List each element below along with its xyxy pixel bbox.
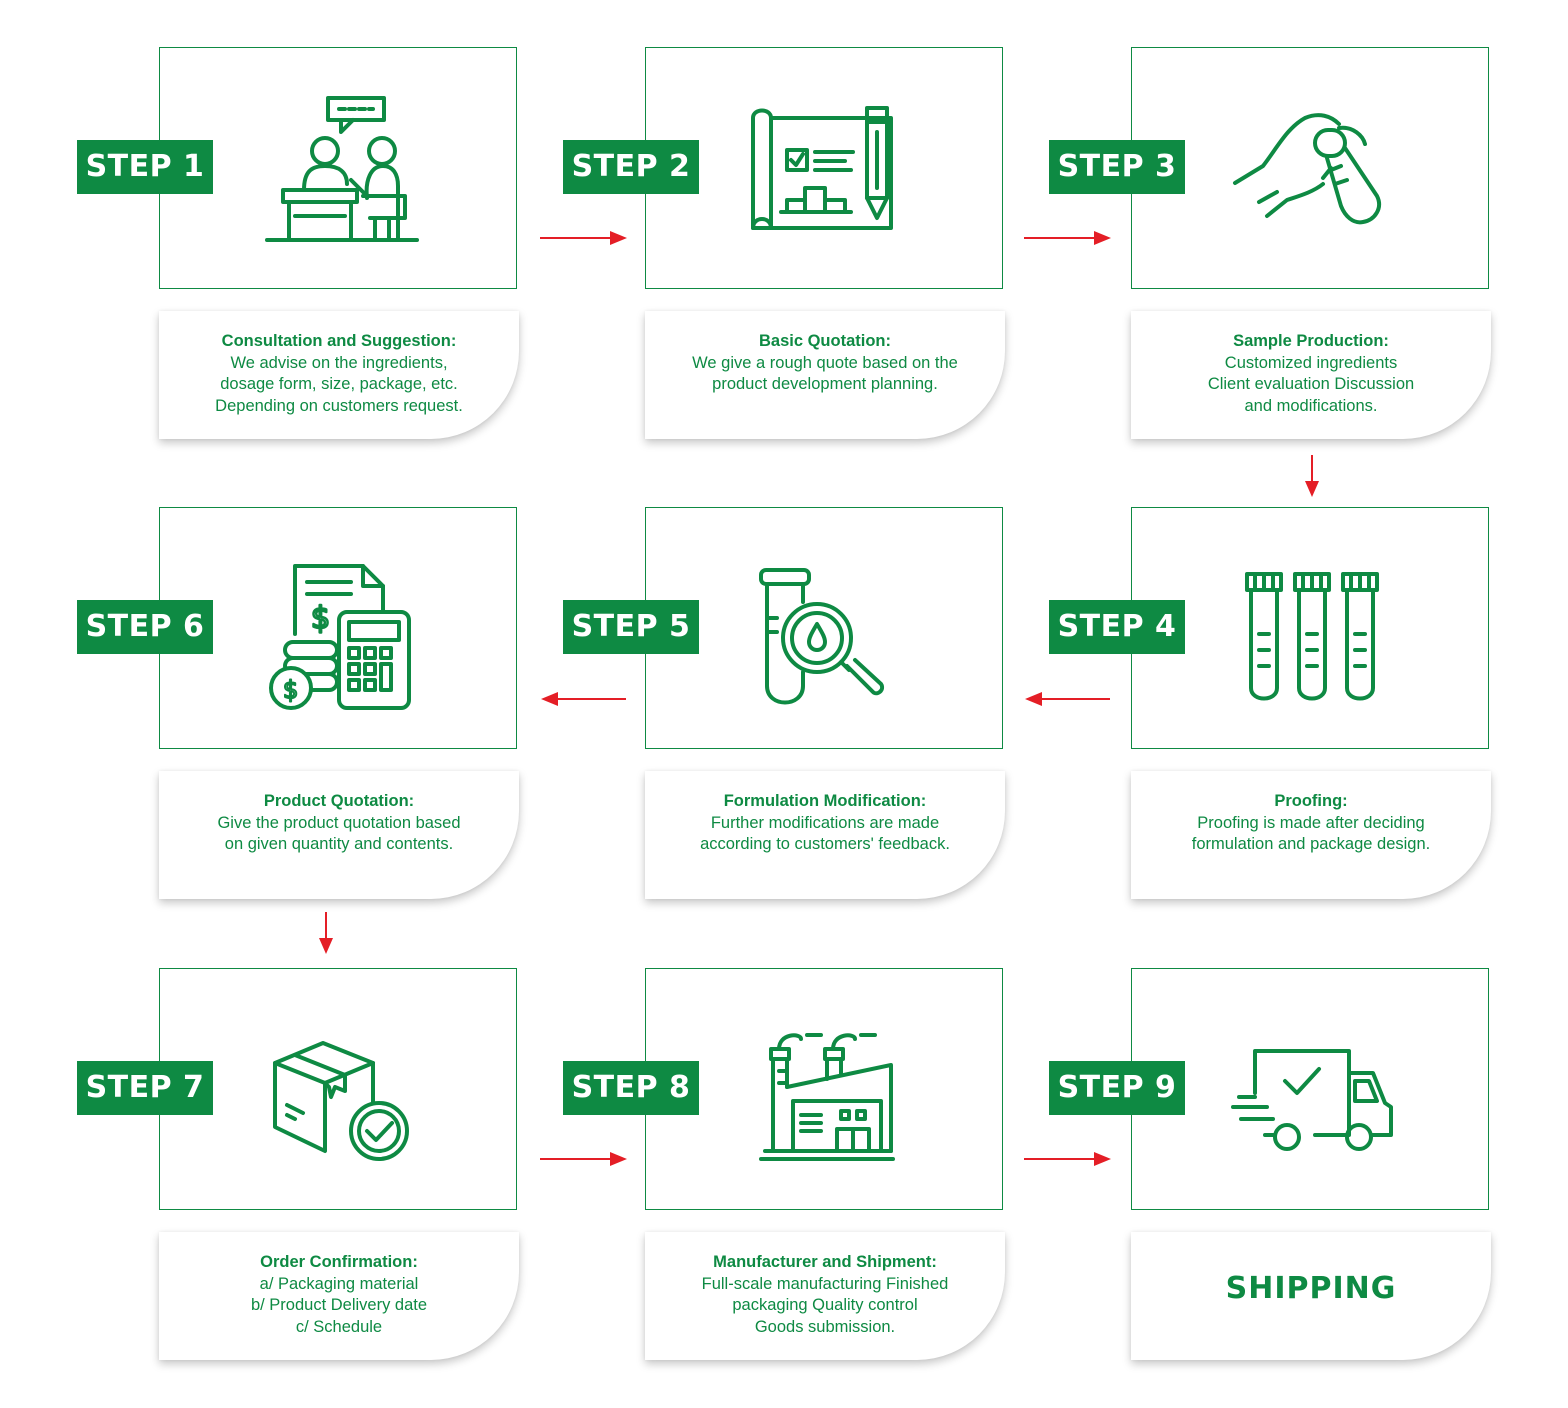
step-1-line: We advise on the ingredients, — [230, 353, 448, 372]
svg-text:$: $ — [283, 676, 298, 704]
step-5-panel — [645, 507, 1003, 749]
arrow-down-icon — [319, 912, 333, 954]
step-5-card: Formulation Modification: Further modifi… — [645, 771, 1005, 899]
delivery-truck-icon — [1231, 1049, 1393, 1151]
arrow-right-icon — [1024, 1152, 1111, 1166]
svg-text:$: $ — [311, 601, 330, 636]
factory-icon — [759, 1033, 895, 1161]
step-2-card: Basic Quotation: We give a rough quote b… — [645, 311, 1005, 439]
test-tube-magnifier-icon — [759, 568, 884, 705]
step-7-card: Order Confirmation: a/ Packaging materia… — [159, 1232, 519, 1360]
invoice-calculator-icon: $ $ — [269, 564, 411, 710]
step-8-line: packaging Quality control — [732, 1296, 918, 1314]
step-4-line: formulation and package design. — [1191, 835, 1431, 853]
step-6-line: on given quantity and contents. — [224, 835, 454, 853]
step-6-card: Product Quotation: Give the product quot… — [159, 771, 519, 899]
arrow-right-icon — [1024, 231, 1111, 245]
test-tubes-icon — [1245, 572, 1379, 701]
step-9-panel — [1131, 968, 1489, 1210]
step-6-line: Give the product quotation based — [217, 813, 461, 832]
step-1-badge: STEP 1 — [77, 140, 213, 194]
step-8-card: Manufacturer and Shipment: Full-scale ma… — [645, 1232, 1005, 1360]
step-2-badge: STEP 2 — [563, 140, 699, 194]
step-9-card: SHIPPING — [1131, 1232, 1491, 1360]
step-2-line: We give a rough quote based on the — [692, 353, 958, 372]
step-4-card: Proofing: Proofing is made after decidin… — [1131, 771, 1491, 899]
step-4-panel — [1131, 507, 1489, 749]
step-2-title: Basic Quotation: — [758, 332, 891, 350]
step-3-card: Sample Production: Customized ingredient… — [1131, 311, 1491, 439]
step-3-line: Customized ingredients — [1224, 353, 1398, 372]
hand-test-tube-icon — [1233, 113, 1382, 225]
step-7-line: b/ Product Delivery date — [250, 1296, 428, 1314]
step-3-line: Client evaluation Discussion — [1207, 375, 1415, 393]
box-checkmark-icon — [273, 1041, 409, 1161]
step-7-badge: STEP 7 — [77, 1061, 213, 1115]
step-3-line: and modifications. — [1244, 396, 1378, 415]
consultation-icon — [265, 96, 419, 242]
arrow-down-icon — [1305, 455, 1319, 497]
step-8-badge: STEP 8 — [563, 1061, 699, 1115]
arrow-left-icon — [541, 692, 626, 706]
step-1-card: Consultation and Suggestion: We advise o… — [159, 311, 519, 439]
step-3-badge: STEP 3 — [1049, 140, 1185, 194]
step-9-badge: STEP 9 — [1049, 1061, 1185, 1115]
step-5-line: according to customers' feedback. — [700, 835, 950, 853]
arrow-left-icon — [1025, 692, 1110, 706]
step-9-title: SHIPPING — [1225, 1271, 1397, 1306]
step-6-title: Product Quotation: — [263, 792, 415, 810]
step-8-panel — [645, 968, 1003, 1210]
step-1-line: Depending on customers request. — [215, 396, 463, 415]
step-4-title: Proofing: — [1274, 792, 1348, 810]
arrow-right-icon — [540, 1152, 627, 1166]
step-7-title: Order Confirmation: — [260, 1253, 418, 1271]
step-3-title: Sample Production: — [1233, 332, 1389, 350]
step-5-line: Further modifications are made — [710, 813, 940, 832]
step-1-panel — [159, 47, 517, 289]
step-8-title: Manufacturer and Shipment: — [713, 1253, 937, 1271]
step-6-badge: STEP 6 — [77, 600, 213, 654]
step-8-line: Full-scale manufacturing Finished — [701, 1274, 949, 1293]
step-7-line: a/ Packaging material — [259, 1274, 419, 1293]
step-6-panel: $ $ — [159, 507, 517, 749]
step-1-line: dosage form, size, package, etc. — [220, 375, 458, 393]
step-7-line: c/ Schedule — [295, 1317, 383, 1336]
step-3-panel — [1131, 47, 1489, 289]
step-8-line: Goods submission. — [754, 1317, 896, 1336]
arrow-right-icon — [540, 231, 627, 245]
step-5-badge: STEP 5 — [563, 600, 699, 654]
step-4-badge: STEP 4 — [1049, 600, 1185, 654]
step-4-line: Proofing is made after deciding — [1197, 813, 1425, 832]
step-2-line: product development planning. — [712, 375, 938, 393]
step-2-panel — [645, 47, 1003, 289]
step-5-title: Formulation Modification: — [723, 792, 927, 810]
step-7-panel — [159, 968, 517, 1210]
step-1-title: Consultation and Suggestion: — [221, 332, 457, 350]
blueprint-plan-icon — [751, 106, 893, 230]
